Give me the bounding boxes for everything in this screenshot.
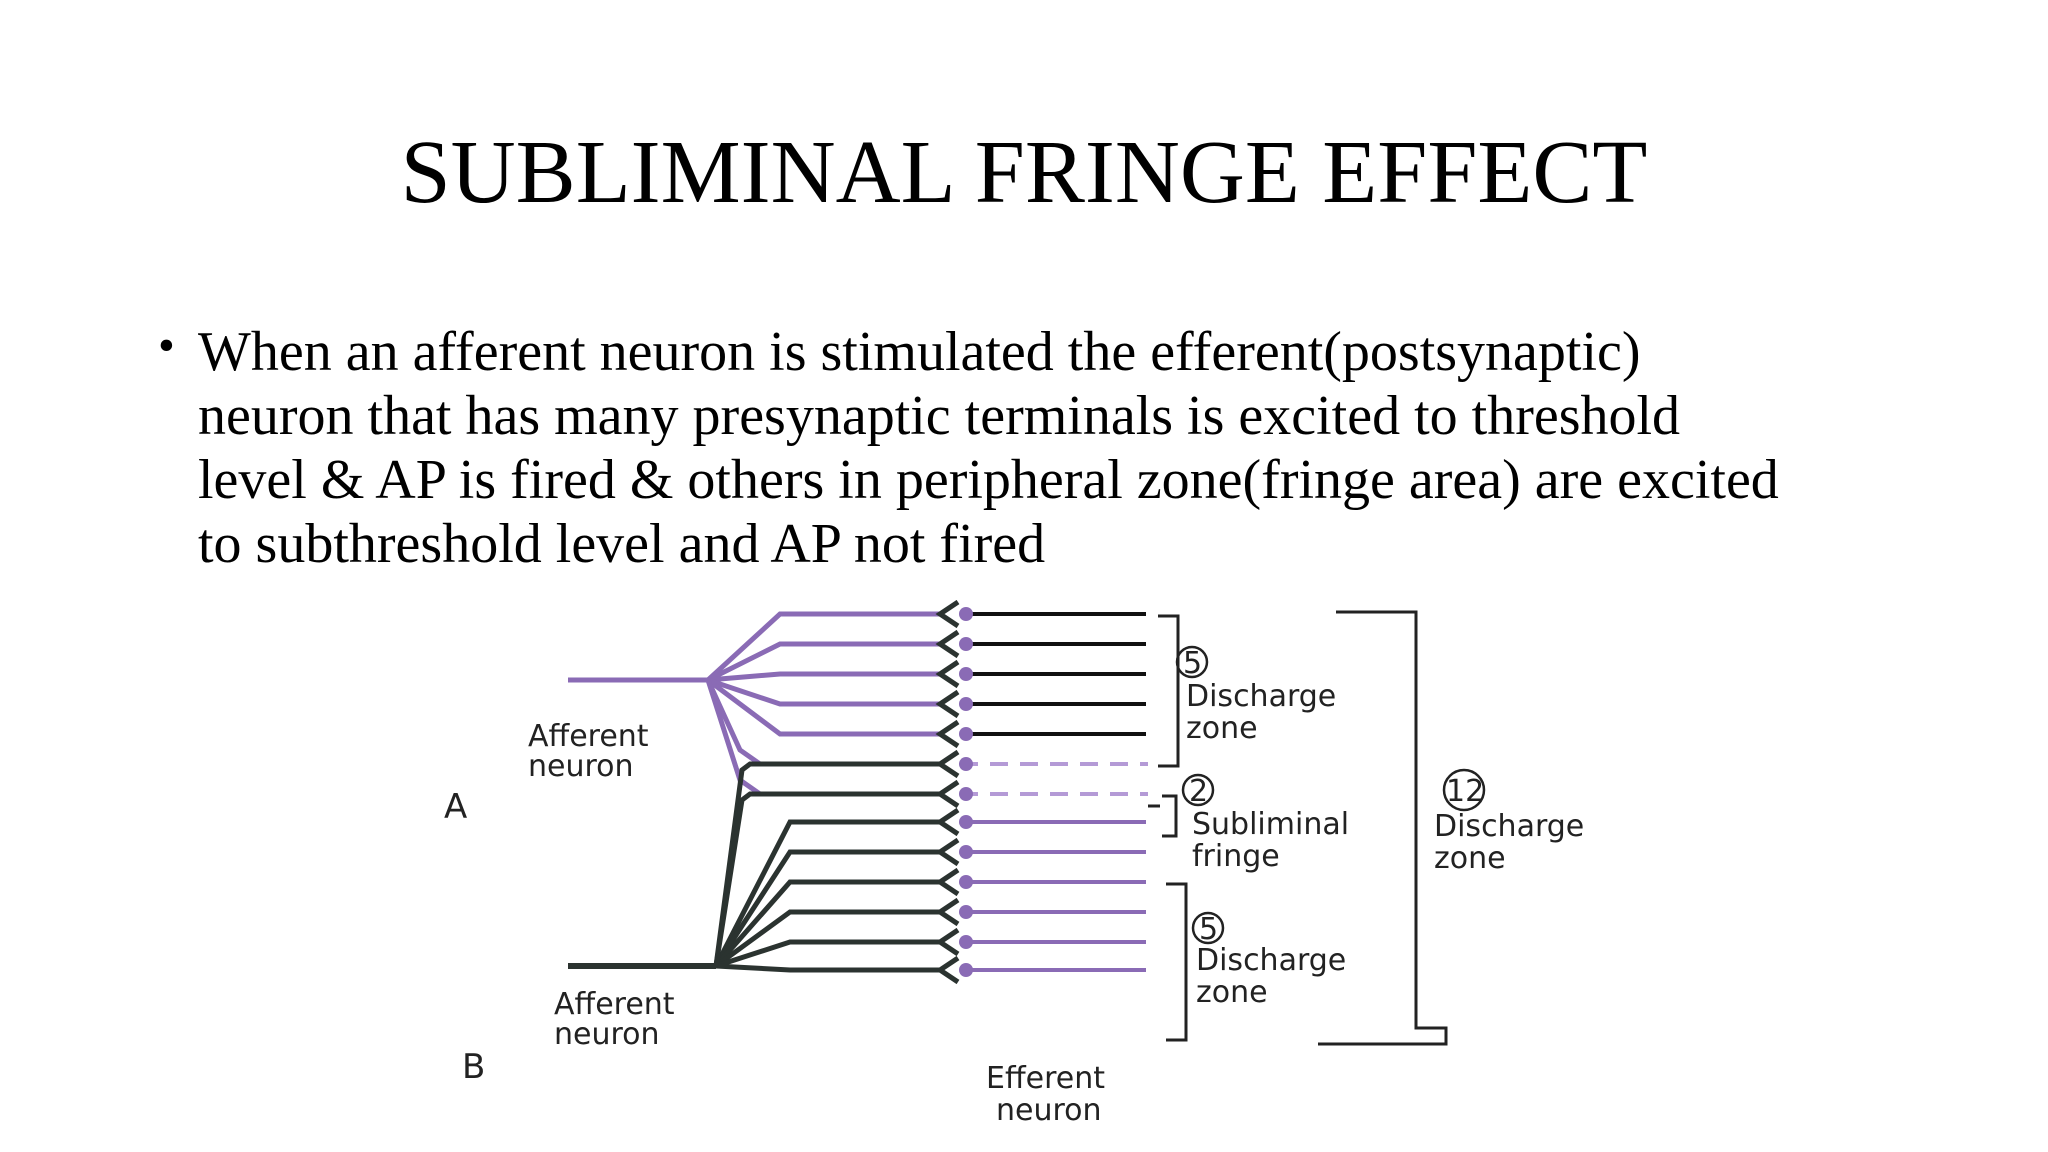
bottom-zone-count: 5: [1199, 912, 1218, 947]
synaptic-knob: [959, 667, 973, 681]
bottom-zone-label-line2: zone: [1196, 975, 1268, 1010]
top-zone-bracket: [1158, 614, 1180, 768]
bullet-dot: •: [158, 319, 175, 372]
bottom-zone-label-line1: Discharge: [1196, 943, 1346, 978]
efferent-label-line2: neuron: [996, 1093, 1102, 1128]
bottom-zone-count-circle: [1191, 911, 1225, 945]
top-zone-label-line2: zone: [1186, 711, 1258, 746]
top-zone-count: 5: [1183, 646, 1202, 681]
synaptic-knob: [959, 607, 973, 621]
synaptic-knob: [959, 787, 973, 801]
synaptic-terminal: [935, 629, 960, 659]
bullet-line: to subthreshold level and AP not fired: [198, 513, 1046, 575]
synaptic-knob: [959, 697, 973, 711]
afferent-b-label-line1: Afferent: [554, 987, 675, 1022]
letter-b: B: [462, 1047, 485, 1087]
synaptic-terminal: [935, 779, 960, 809]
afferent-b-fringe-branch: [713, 791, 944, 967]
fringe-label-line1: Subliminal: [1192, 807, 1349, 842]
presynaptic-terminals: [935, 600, 973, 985]
synaptic-terminal: [935, 659, 960, 689]
total-count-circle: [1442, 768, 1486, 812]
synaptic-terminal: [935, 837, 960, 867]
bullet-text: When an afferent neuron is stimulated th…: [198, 320, 1779, 576]
slide-title: SUBLIMINAL FRINGE EFFECT: [400, 123, 1648, 222]
synaptic-knob: [959, 875, 973, 889]
afferent-a-branch: [706, 641, 940, 683]
afferent-neuron-b-branches: [568, 761, 944, 973]
bullet-line: When an afferent neuron is stimulated th…: [198, 321, 1641, 383]
synaptic-terminal: [935, 600, 960, 629]
total-zone-bracket: [1318, 610, 1448, 1046]
synaptic-knob: [959, 845, 973, 859]
fringe-bracket: [1148, 794, 1178, 838]
afferent-b-branch: [715, 939, 944, 969]
total-zone-label-line2: zone: [1434, 841, 1506, 876]
synaptic-knob: [959, 935, 973, 949]
top-zone-label-line1: Discharge: [1186, 679, 1336, 714]
afferent-b-label-line2: neuron: [554, 1017, 660, 1052]
synaptic-terminal: [935, 749, 960, 779]
afferent-a-label-line1: Afferent: [528, 719, 649, 754]
efferent-label-line1: Efferent: [986, 1061, 1105, 1096]
synaptic-knob: [959, 963, 973, 977]
afferent-a-branch: [707, 671, 940, 683]
synaptic-terminal: [935, 867, 960, 897]
afferent-b-branch: [715, 963, 944, 973]
synaptic-terminal: [935, 807, 960, 837]
afferent-b-branch: [714, 879, 944, 968]
total-count: 12: [1446, 774, 1484, 809]
bullet-line: level & AP is fired & others in peripher…: [198, 449, 1779, 511]
synaptic-knob: [959, 637, 973, 651]
synaptic-knob: [959, 815, 973, 829]
afferent-b-branch: [714, 909, 944, 969]
fringe-label-line2: fringe: [1192, 839, 1280, 874]
afferent-a-label-line2: neuron: [528, 749, 634, 784]
afferent-b-branch: [713, 849, 944, 968]
synaptic-terminal: [935, 927, 960, 957]
synaptic-knob: [959, 757, 973, 771]
bullet-line: neuron that has many presynaptic termina…: [198, 385, 1681, 447]
fringe-count: 2: [1189, 774, 1208, 809]
synaptic-knob: [959, 905, 973, 919]
letter-a: A: [444, 787, 467, 827]
afferent-b-branch: [713, 819, 944, 968]
synaptic-knob: [959, 727, 973, 741]
synaptic-terminal: [935, 955, 960, 985]
subliminal-fringe-diagram: 5 2 5 12 Discharge zone Subliminal fring…: [444, 600, 1584, 1128]
fringe-count-circle: [1181, 773, 1215, 807]
synaptic-terminal: [935, 897, 960, 927]
afferent-a-branch: [706, 611, 940, 682]
top-zone-count-circle: [1175, 645, 1209, 679]
efferent-lines: [960, 612, 1148, 972]
synaptic-terminal: [935, 719, 960, 749]
total-zone-label-line1: Discharge: [1434, 809, 1584, 844]
synaptic-terminal: [935, 689, 960, 719]
afferent-a-branch: [707, 677, 940, 707]
bottom-zone-bracket: [1166, 882, 1188, 1042]
afferent-a-branch: [706, 678, 940, 737]
